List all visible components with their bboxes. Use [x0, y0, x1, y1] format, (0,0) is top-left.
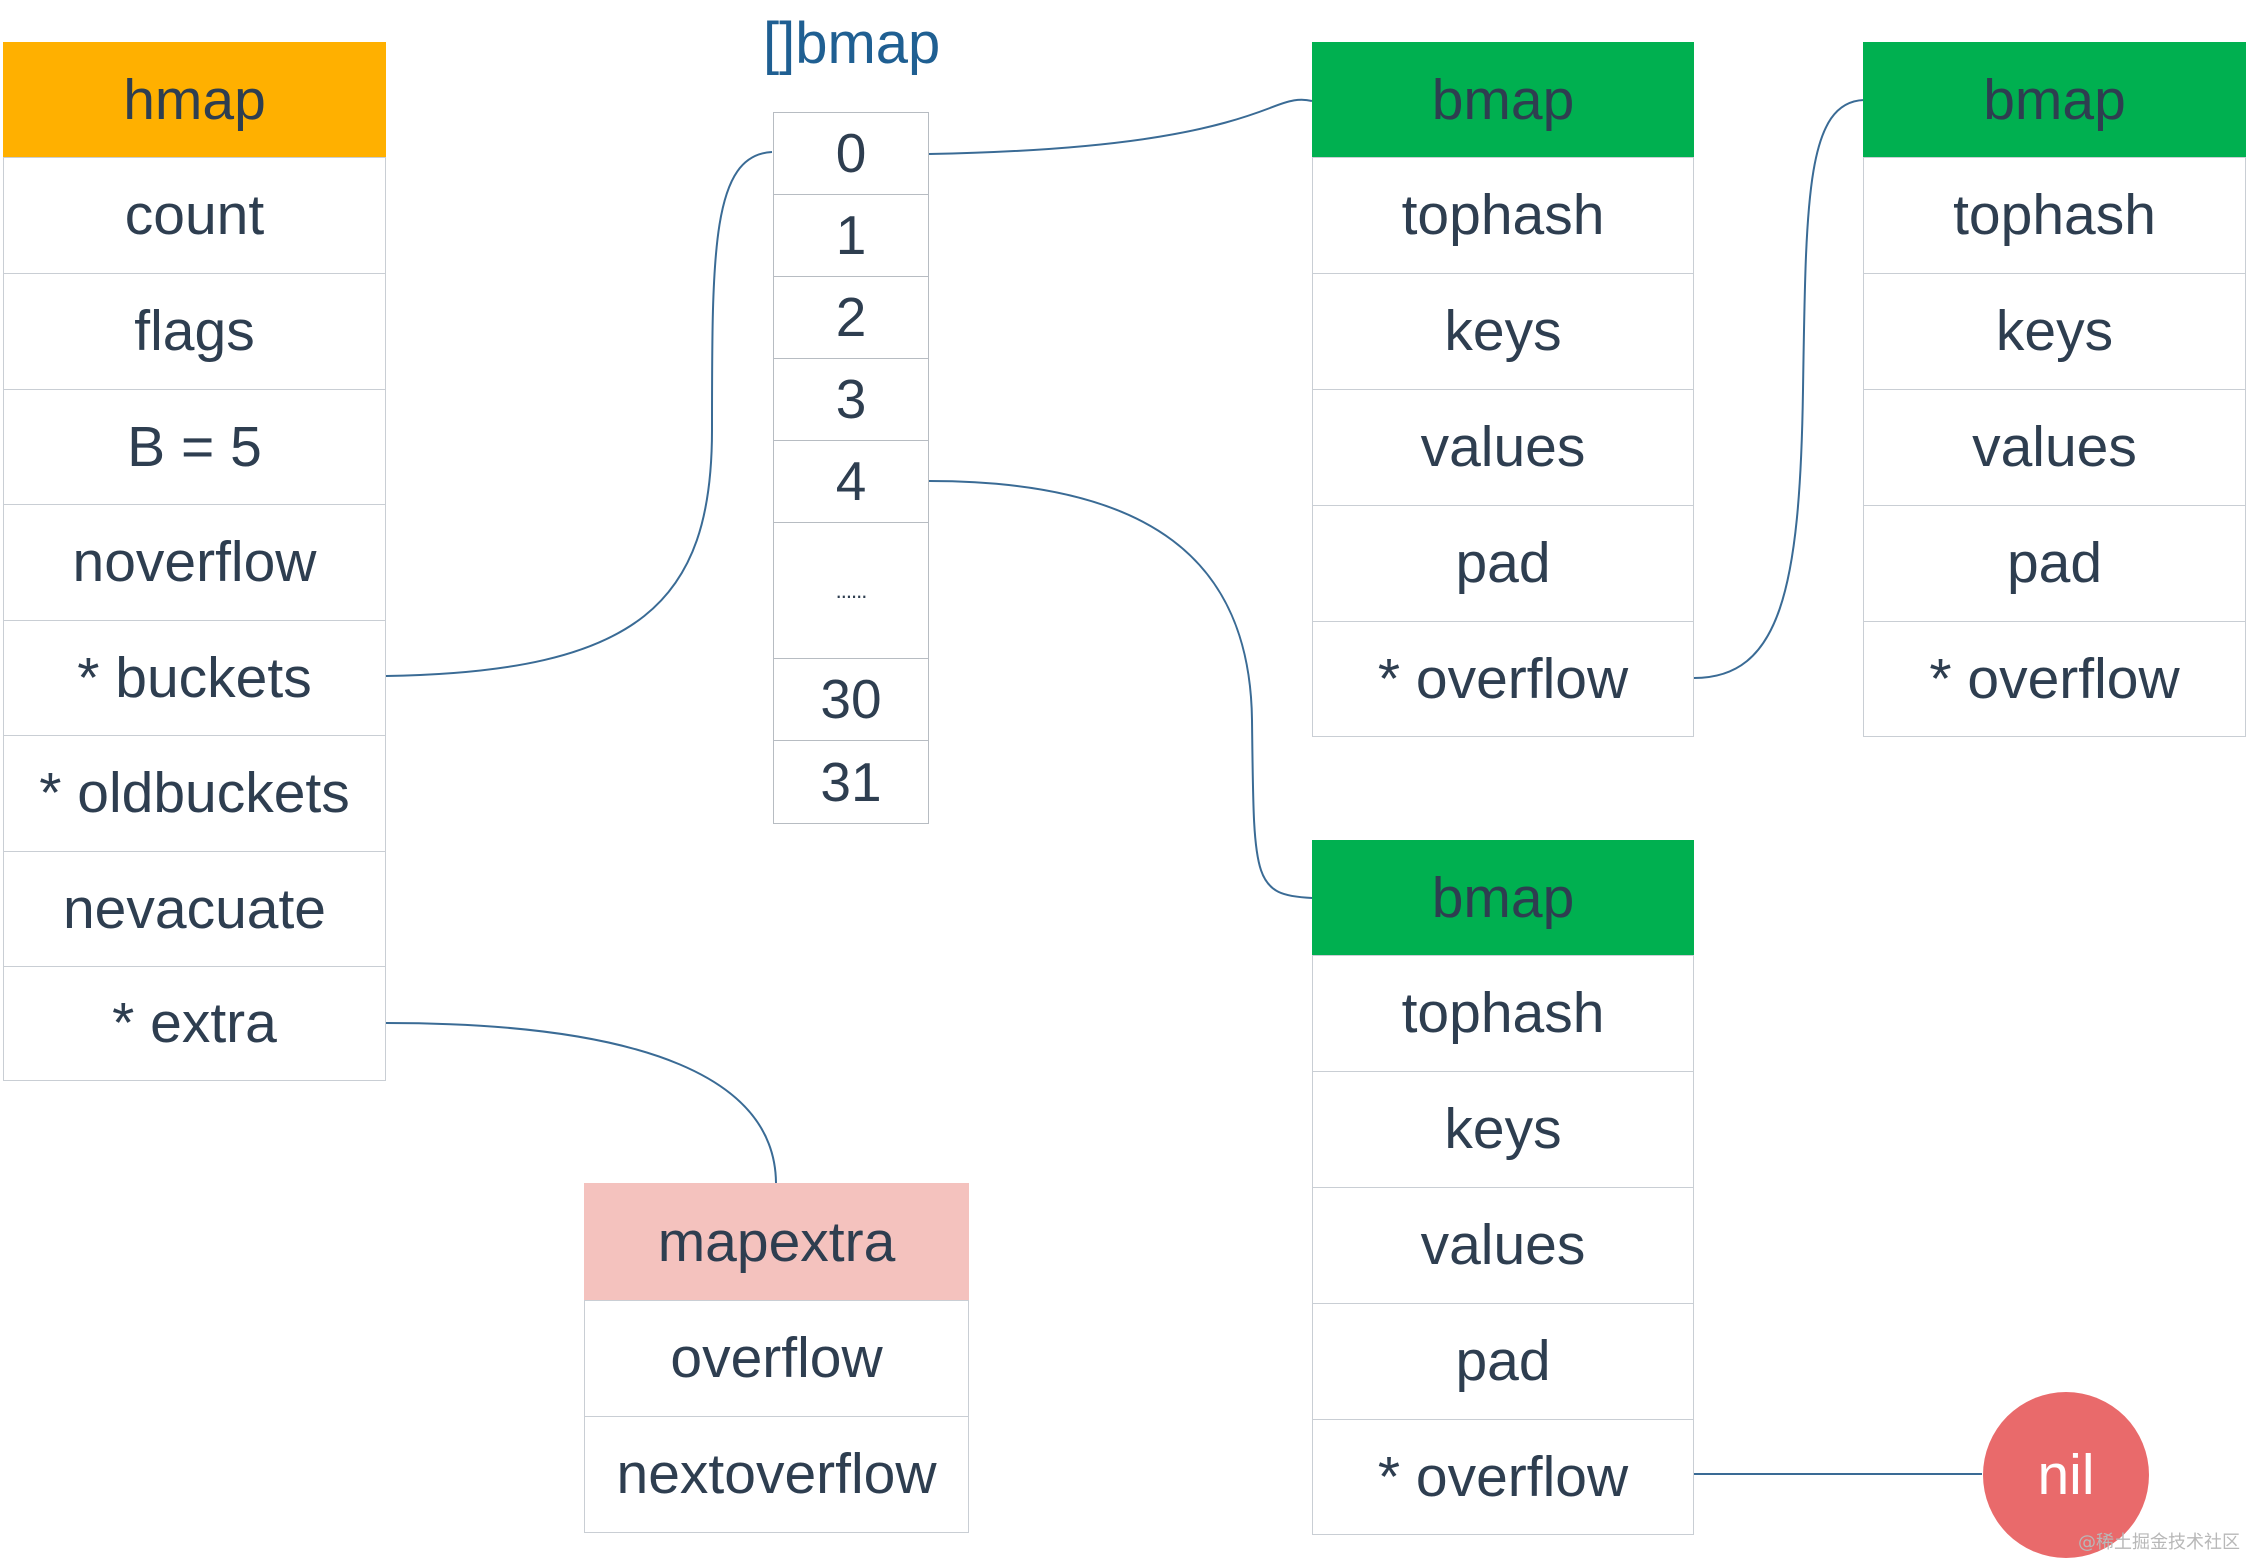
bucket-array-title: []bmap [763, 11, 941, 76]
bucket-slot-2: 2 [773, 276, 929, 359]
bmap-bottom-struct: bmap tophash keys values pad * overflow [1312, 840, 1694, 1535]
hmap-field-buckets: * buckets [3, 620, 386, 737]
bmap-overflow-field-pad: pad [1863, 505, 2246, 622]
bmap-top-field-keys: keys [1312, 273, 1694, 390]
bucket-slot-ellipsis: ...... [773, 522, 929, 659]
bucket-slot-4: 4 [773, 440, 929, 523]
arrow-extra-to-mapextra [385, 1022, 777, 1184]
bmap-bottom-field-tophash: tophash [1312, 955, 1694, 1072]
bmap-top-field-pad: pad [1312, 505, 1694, 622]
bmap-bottom-field-pad: pad [1312, 1303, 1694, 1420]
watermark: @稀土掘金技术社区 [2078, 1532, 2240, 1553]
bmap-bottom-header: bmap [1312, 840, 1694, 956]
arrow-overflow-to-bmap [1693, 99, 1865, 679]
bucket-slot-3: 3 [773, 358, 929, 441]
bmap-overflow-field-tophash: tophash [1863, 157, 2246, 274]
hmap-field-nevacuate: nevacuate [3, 851, 386, 968]
hmap-field-count: count [3, 157, 386, 274]
mapextra-struct: mapextra overflow nextoverflow [584, 1183, 969, 1533]
bmap-overflow-field-values: values [1863, 389, 2246, 506]
mapextra-field-overflow: overflow [584, 1300, 969, 1417]
bmap-overflow-header: bmap [1863, 42, 2246, 158]
bmap-top-field-values: values [1312, 389, 1694, 506]
hmap-field-b: B = 5 [3, 389, 386, 506]
hmap-struct: hmap count flags B = 5 noverflow * bucke… [3, 42, 386, 1081]
hmap-header: hmap [3, 42, 386, 158]
bmap-top-field-overflow: * overflow [1312, 621, 1694, 737]
bucket-slot-30: 30 [773, 658, 929, 741]
bucket-slot-31: 31 [773, 740, 929, 824]
bmap-bottom-field-keys: keys [1312, 1071, 1694, 1188]
arrow-slot4-to-bmap [928, 480, 1313, 899]
bmap-bottom-field-overflow: * overflow [1312, 1419, 1694, 1535]
arrow-slot0-to-bmap [928, 98, 1313, 155]
bmap-top-header: bmap [1312, 42, 1694, 158]
mapextra-header: mapextra [584, 1183, 969, 1301]
bucket-array: 0 1 2 3 4 ...... 30 31 [773, 112, 929, 824]
arrow-buckets-to-array [385, 151, 773, 677]
bmap-overflow-field-overflow: * overflow [1863, 621, 2246, 737]
mapextra-field-nextoverflow: nextoverflow [584, 1416, 969, 1533]
hmap-field-oldbuckets: * oldbuckets [3, 735, 386, 852]
bucket-slot-0: 0 [773, 112, 929, 195]
hmap-field-flags: flags [3, 273, 386, 390]
bmap-overflow-struct: bmap tophash keys values pad * overflow [1863, 42, 2246, 737]
hmap-field-noverflow: noverflow [3, 504, 386, 621]
bmap-top-field-tophash: tophash [1312, 157, 1694, 274]
bucket-slot-1: 1 [773, 194, 929, 277]
hmap-field-extra: * extra [3, 966, 386, 1081]
bmap-top-struct: bmap tophash keys values pad * overflow [1312, 42, 1694, 737]
bmap-bottom-field-values: values [1312, 1187, 1694, 1304]
bmap-overflow-field-keys: keys [1863, 273, 2246, 390]
nil-node: nil [1983, 1392, 2149, 1558]
